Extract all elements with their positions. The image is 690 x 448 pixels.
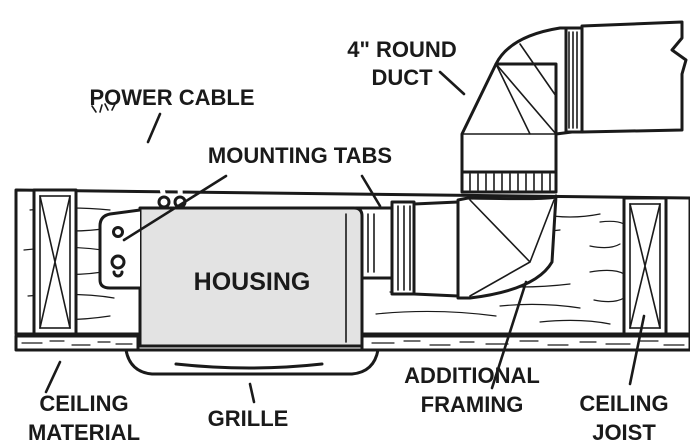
- leader-ceiling-material: [44, 360, 62, 394]
- leader-additional-framing: [490, 280, 528, 390]
- leader-grille: [248, 382, 256, 404]
- leader-power-cable: [146, 112, 162, 144]
- leader-lines: [44, 70, 646, 404]
- screw-icon: [112, 226, 124, 238]
- ceiling-material: [14, 334, 690, 352]
- keyhole-icon: [110, 254, 126, 278]
- leader-ceiling-joist: [628, 314, 646, 386]
- label-mounting-tabs: MOUNTING TABS: [208, 143, 392, 168]
- label-power-cable: POWER CABLE: [90, 85, 255, 110]
- ceiling-joist-right: [622, 196, 668, 336]
- cable-clamp-icon: [157, 195, 171, 209]
- label-grille: GRILLE: [208, 406, 289, 431]
- label-ceiling-material-line2: MATERIAL: [28, 420, 140, 445]
- power-cable: [91, 103, 187, 209]
- mounting-tab: [98, 208, 141, 290]
- label-duct-line1: 4" ROUND: [347, 37, 456, 62]
- leader-mounting-tab-left: [122, 174, 228, 242]
- label-additional-framing-line1: ADDITIONAL: [404, 363, 540, 388]
- ceiling-joist-left: [32, 188, 78, 336]
- round-duct: [456, 20, 688, 300]
- label-ceiling-joist-line1: CEILING: [579, 391, 668, 416]
- label-additional-framing-line2: FRAMING: [421, 392, 524, 417]
- leader-duct: [438, 70, 466, 96]
- label-ceiling-joist-line2: JOIST: [592, 420, 656, 445]
- leader-mounting-tab-right: [360, 174, 382, 208]
- duct-collar: [390, 200, 460, 298]
- grille: [124, 348, 380, 376]
- label-housing: HOUSING: [194, 268, 311, 296]
- label-duct-line2: DUCT: [371, 65, 433, 90]
- label-ceiling-material-line1: CEILING: [39, 391, 128, 416]
